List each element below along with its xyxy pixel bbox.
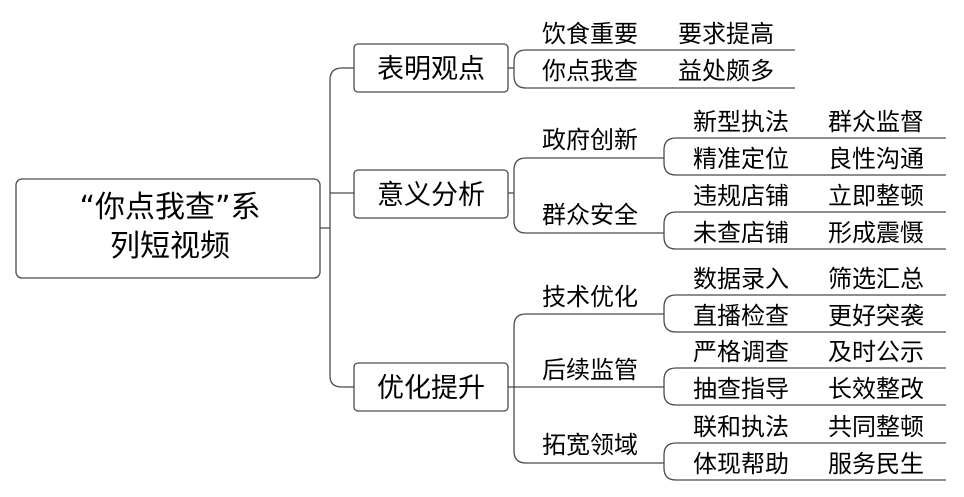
- leaf-text-a: 你点我查: [542, 57, 638, 85]
- leaf-text-a: 严格调查: [693, 338, 789, 366]
- leaf-text-b: 共同整顿: [828, 413, 924, 441]
- group-3-2-bracket: [663, 367, 677, 406]
- branch-2-bracket: [513, 157, 527, 234]
- group-label: 政府创新: [542, 126, 638, 154]
- leaf-text-b: 服务民生: [828, 450, 924, 478]
- leaf-text-a: 抽查指导: [693, 375, 789, 403]
- root-title-line2: 列短视频: [110, 229, 230, 264]
- group-label: 群众安全: [542, 201, 638, 229]
- group-2-1-bracket: [663, 137, 677, 176]
- group-3-3-bracket: [663, 442, 677, 481]
- leaf-text-b: 及时公示: [828, 338, 924, 366]
- group-label: 技术优化: [542, 283, 638, 311]
- branch-label-2: 意义分析: [377, 180, 485, 211]
- group-2-2-bracket: [663, 211, 677, 250]
- leaf-text-a: 未查店铺: [693, 219, 789, 247]
- branch-3-bracket: [513, 313, 527, 464]
- leaf-text-b: 筛选汇总: [828, 265, 924, 293]
- leaf-text-a: 精准定位: [693, 145, 789, 173]
- leaf-text-b: 立即整顿: [828, 182, 924, 210]
- leaf-text-b: 要求提高: [678, 20, 774, 48]
- branch-1-bracket: [513, 49, 527, 89]
- leaf-text-a: 违规店铺: [693, 182, 789, 210]
- level1-spine: [329, 67, 343, 388]
- leaf-text-a: 直播检查: [693, 302, 789, 330]
- leaf-text-b: 益处颇多: [678, 57, 774, 85]
- root-title-line1: “你点我查”系: [79, 190, 260, 225]
- group-3-1-bracket: [663, 294, 677, 333]
- branch-label-1: 表明观点: [377, 54, 485, 85]
- group-label: 后续监管: [542, 356, 638, 384]
- leaf-text-b: 长效整改: [828, 375, 924, 403]
- leaf-text-b: 更好突袭: [828, 302, 924, 330]
- leaf-text-b: 良性沟通: [828, 145, 924, 173]
- leaf-text-a: 联和执法: [693, 413, 789, 441]
- leaf-text-a: 饮食重要: [542, 20, 638, 48]
- leaf-text-b: 形成震慑: [828, 219, 924, 247]
- leaf-text-a: 新型执法: [693, 108, 789, 136]
- leaf-text-a: 体现帮助: [693, 450, 789, 478]
- leaf-text-a: 数据录入: [693, 265, 789, 293]
- branch-label-3: 优化提升: [377, 373, 485, 404]
- group-label: 拓宽领域: [542, 431, 638, 459]
- branch-node-2[interactable]: [353, 169, 509, 219]
- leaf-text-b: 群众监督: [828, 108, 924, 136]
